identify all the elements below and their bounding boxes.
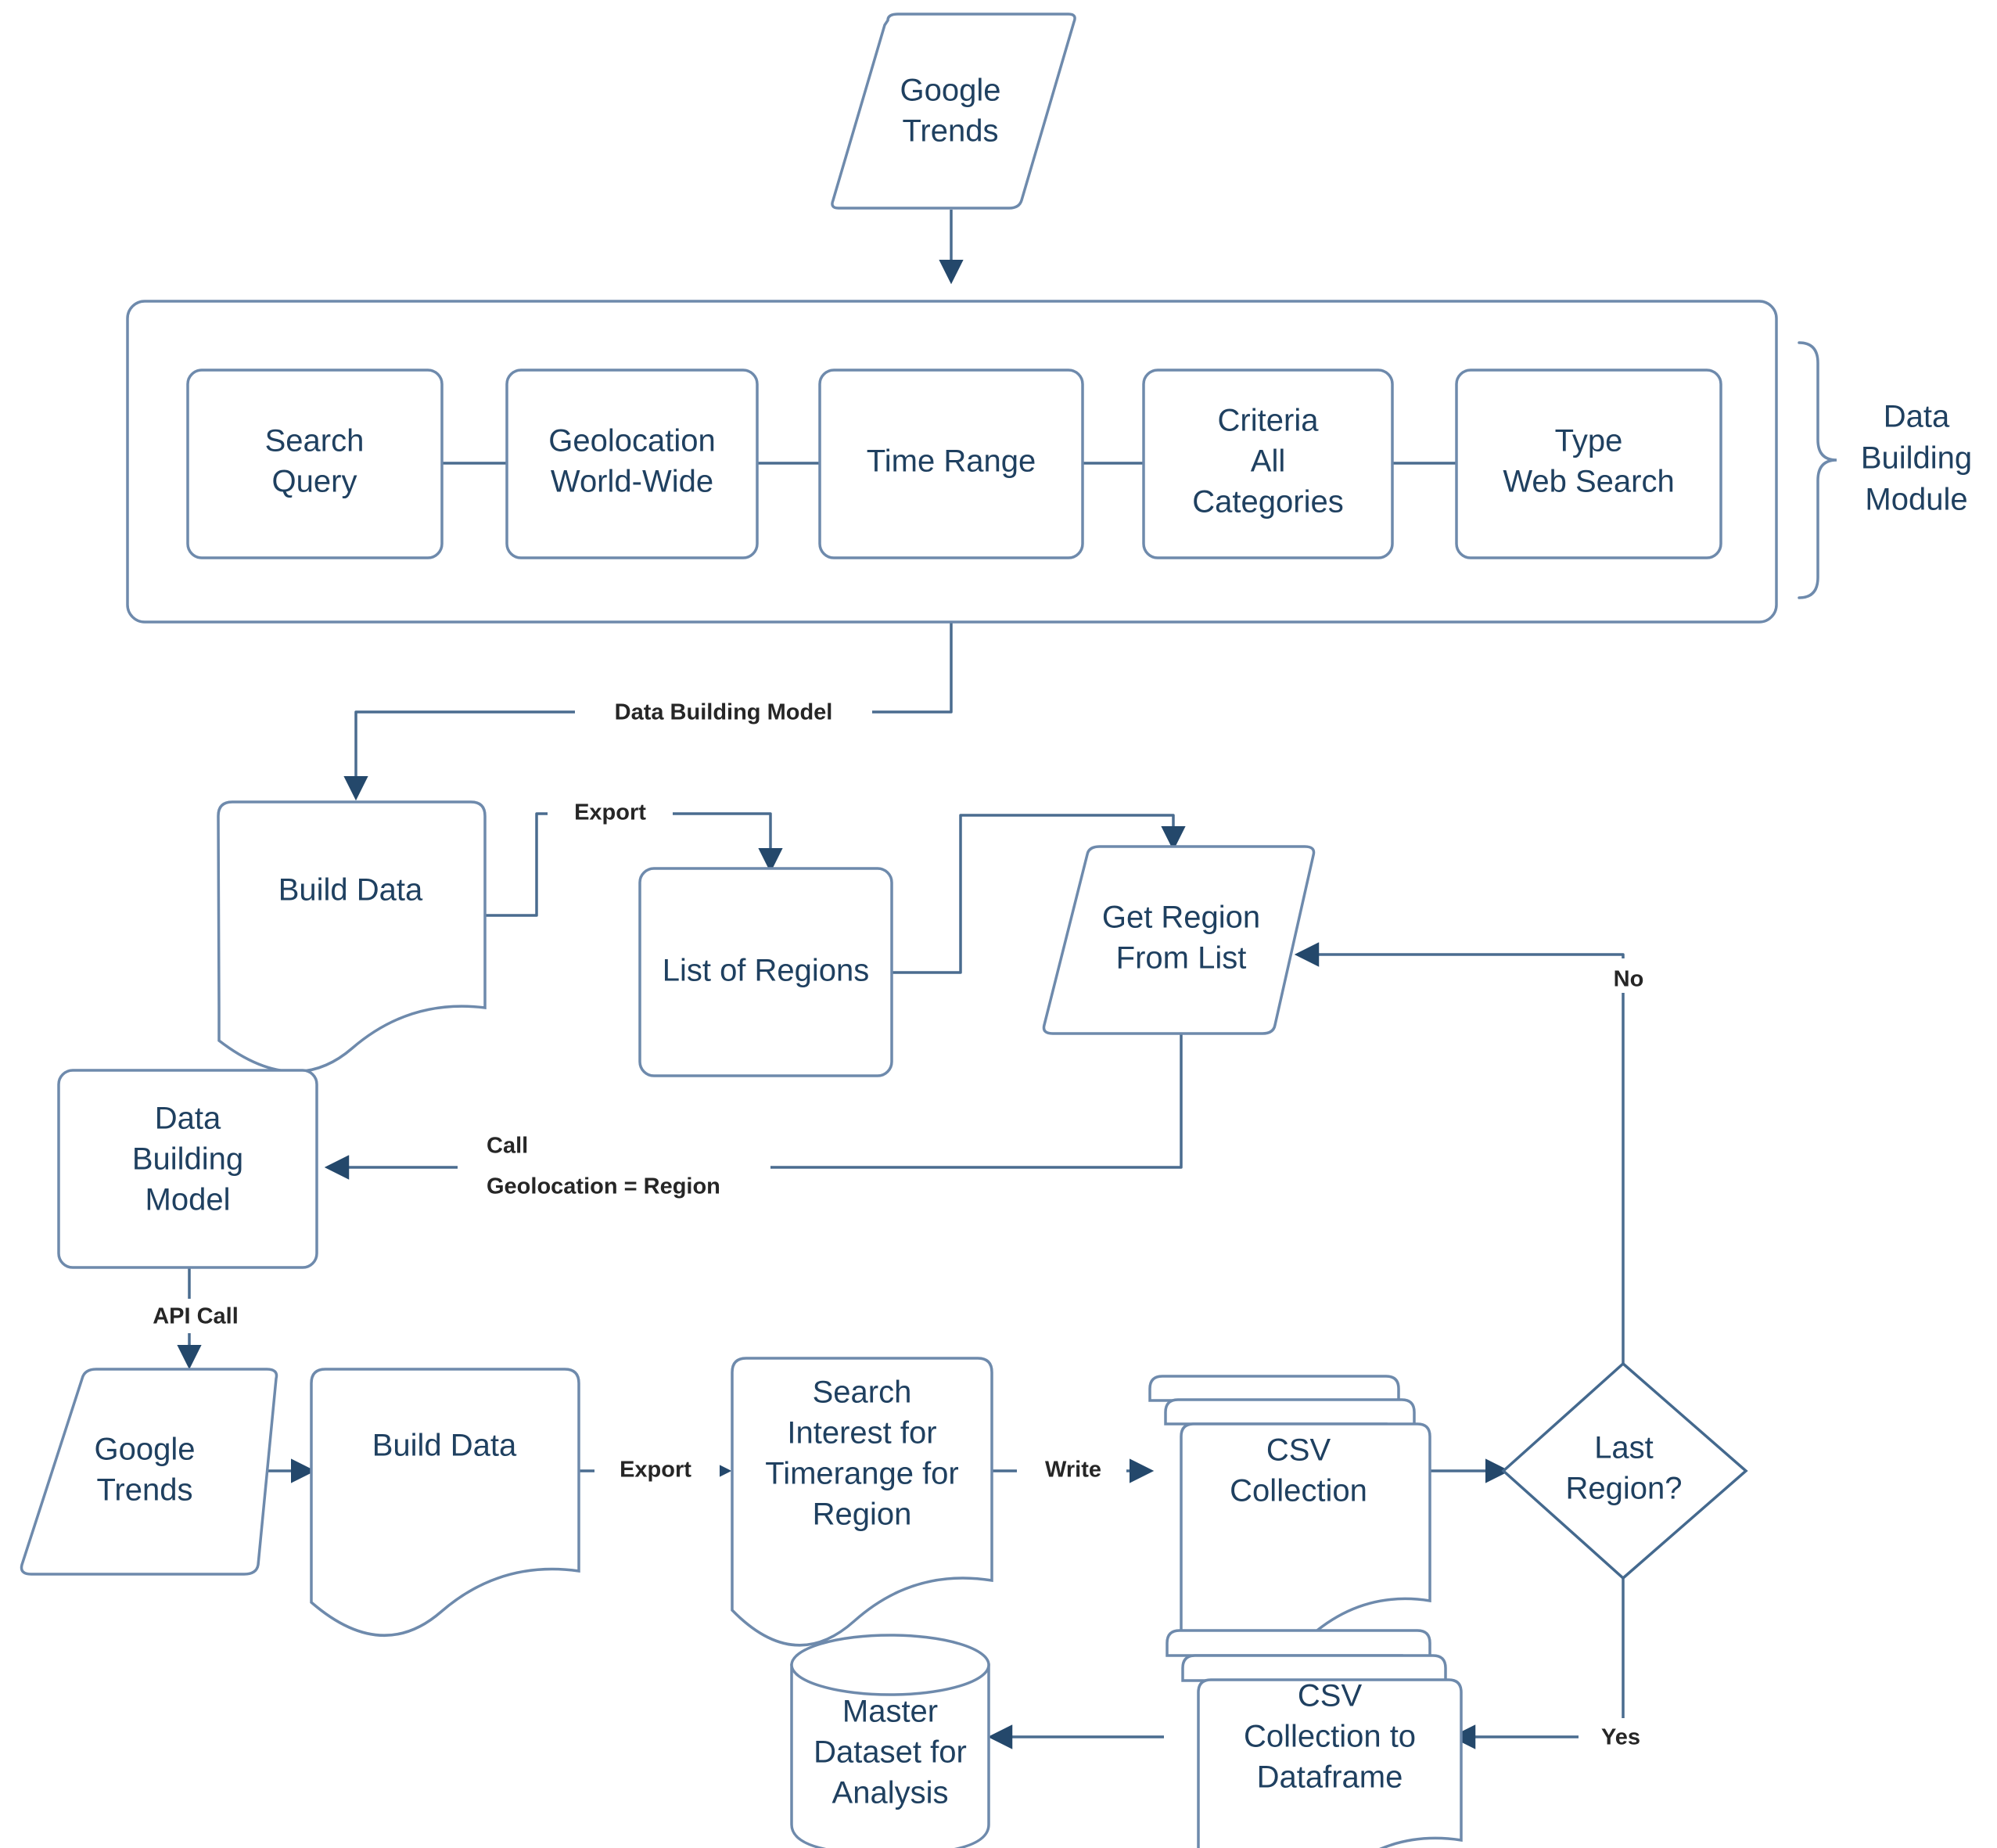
edge-module-to-build-data: Data Building Model (343, 622, 953, 801)
node-label: Time Range (867, 444, 1036, 479)
node-label: Timerange for (765, 1457, 959, 1491)
node-label: Dataframe (1257, 1760, 1403, 1795)
node-label: World-Wide (551, 465, 713, 499)
node-label: All (1251, 444, 1285, 479)
edge-get-region-to-data-building-model: Call Geolocation = Region (324, 1033, 1183, 1213)
node-csv-collection[interactable]: CSV Collection (1148, 1375, 1431, 1663)
group-label-line: Building (1861, 441, 1972, 476)
group-label-line: Module (1865, 483, 1967, 517)
edge-build-data-to-list-of-regions: Export (485, 795, 783, 917)
node-label: CSV (1298, 1679, 1363, 1713)
node-data-building-model[interactable]: Data Building Model (57, 1069, 318, 1269)
edge-label-export-1: Export (574, 800, 646, 825)
node-label: Build Data (372, 1429, 517, 1463)
node-label: Region (813, 1497, 912, 1532)
edge-last-region-yes-to-csv-dataframe: Yes (1450, 1533, 1665, 1754)
node-label: CSV (1266, 1433, 1331, 1468)
node-label: Web Search (1503, 465, 1674, 499)
node-google-trends-bottom[interactable]: Google Trends (20, 1368, 278, 1576)
edge-label-no: No (1614, 967, 1644, 992)
node-label: Search (265, 424, 365, 458)
node-search-interest[interactable]: Search Interest for Timerange for Region (731, 1357, 993, 1647)
node-label: Collection (1230, 1474, 1367, 1508)
node-label: Model (145, 1183, 231, 1217)
node-label: Query (272, 465, 357, 499)
edge-label-api-call: API Call (153, 1304, 239, 1329)
node-geolocation[interactable]: Geolocation World-Wide (505, 369, 759, 559)
node-label: Criteria (1218, 404, 1320, 438)
node-get-region-from-list[interactable]: Get Region From List (1042, 845, 1316, 1035)
group-brace (1798, 341, 1837, 599)
edge-build-data-2-to-search-interest: Export (579, 1454, 732, 1490)
group-label-line: Data (1884, 400, 1950, 434)
edge-model-to-google-trends-bottom: API Call (125, 1267, 266, 1370)
node-label: Region? (1565, 1472, 1682, 1506)
node-label: Dataset for (814, 1735, 967, 1770)
node-list-of-regions[interactable]: List of Regions (638, 867, 893, 1077)
node-label: Interest for (787, 1416, 936, 1451)
node-label: Collection to (1244, 1720, 1416, 1754)
node-label: Analysis (832, 1776, 949, 1810)
node-label: Trends (96, 1473, 192, 1508)
node-label: Google (900, 74, 1001, 108)
node-master-dataset[interactable]: Master Dataset for Analysis (790, 1634, 990, 1848)
node-label: Google (95, 1433, 196, 1467)
node-label: List of Regions (663, 954, 870, 988)
edge-label-write: Write (1045, 1458, 1101, 1483)
node-time-range[interactable]: Time Range (818, 369, 1084, 559)
node-label: Type (1555, 424, 1623, 458)
node-criteria[interactable]: Criteria All Categories (1142, 369, 1394, 559)
node-google-trends-top[interactable]: Google Trends (831, 13, 1076, 210)
node-label: Geolocation (548, 424, 715, 458)
node-search-query[interactable]: Search Query (186, 369, 444, 559)
node-label: Build Data (278, 873, 423, 908)
node-last-region[interactable]: Last Region? (1501, 1361, 1748, 1580)
node-build-data-2[interactable]: Build Data (310, 1368, 580, 1637)
node-type-web-search[interactable]: Type Web Search (1455, 369, 1722, 559)
node-label: Search (813, 1375, 912, 1410)
group-label-data-building-module: Data Building Module (1861, 400, 1972, 517)
edge-label-call-line1: Call (487, 1134, 528, 1159)
node-label: Get Region (1102, 901, 1260, 935)
edge-list-of-regions-to-get-region (892, 814, 1186, 974)
node-label: Last (1594, 1431, 1654, 1465)
node-label: Trends (902, 114, 998, 149)
node-label: Master (842, 1695, 938, 1729)
edge-label-call-line2: Geolocation = Region (487, 1174, 720, 1199)
edge-label-data-building-model: Data Building Model (615, 700, 833, 725)
edge-last-region-no-to-get-region: No (1294, 942, 1670, 1471)
node-label: Data (155, 1102, 221, 1136)
node-csv-to-dataframe[interactable]: CSV Collection to Dataframe (1166, 1629, 1463, 1848)
edge-label-export-2: Export (620, 1458, 691, 1483)
edge-search-interest-to-csv-collection: Write (992, 1454, 1155, 1490)
node-label: Building (132, 1142, 243, 1177)
node-label: From List (1116, 941, 1247, 976)
node-label: Categories (1192, 485, 1343, 520)
edge-label-yes: Yes (1601, 1725, 1640, 1750)
node-build-data-1[interactable]: Build Data (217, 800, 487, 1073)
